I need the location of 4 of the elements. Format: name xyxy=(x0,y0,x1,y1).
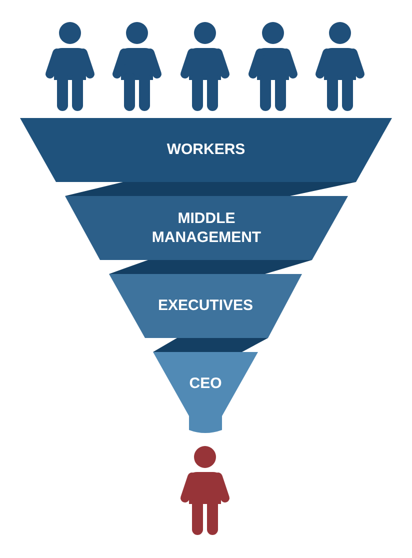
level-label: WORKERS xyxy=(166,140,246,160)
level-label: EXECUTIVES xyxy=(158,296,254,316)
level-label: MIDDLE MANAGEMENT xyxy=(150,208,262,248)
level-label: CEO xyxy=(189,374,222,394)
